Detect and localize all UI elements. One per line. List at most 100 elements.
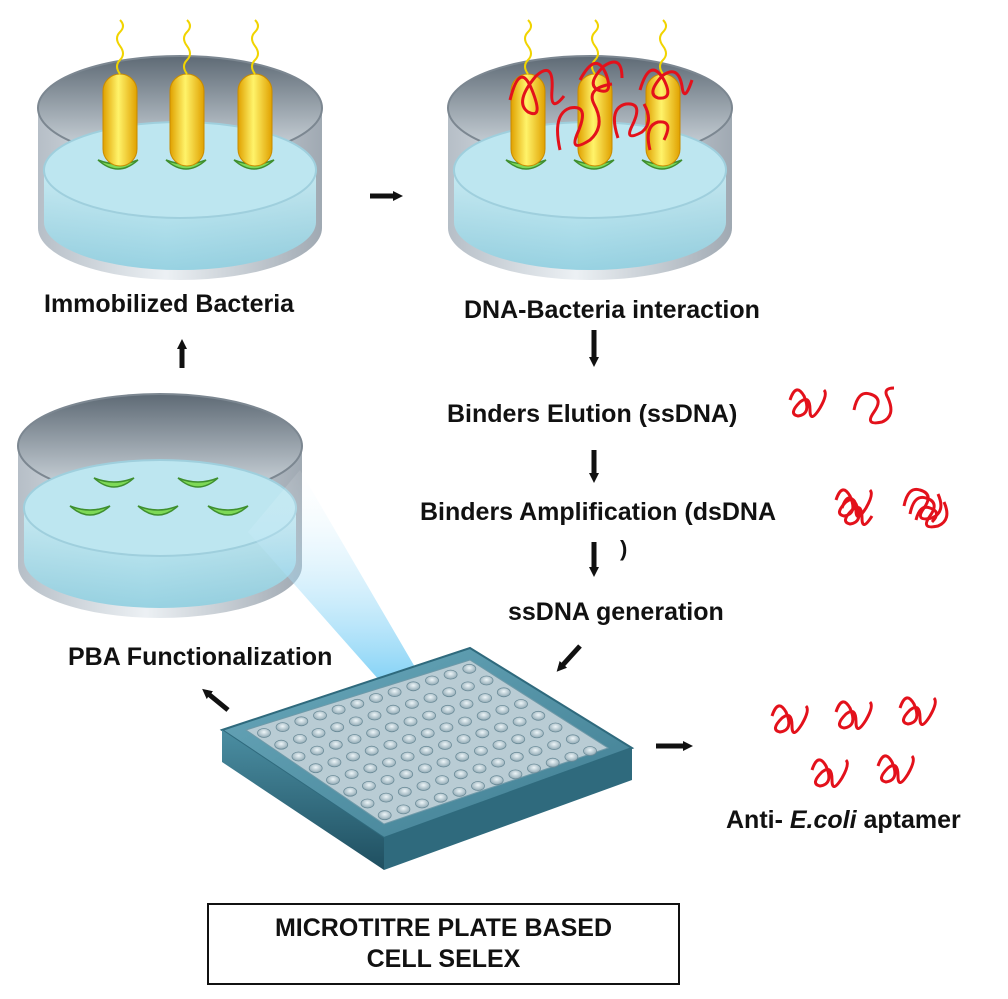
plate-well <box>462 663 477 674</box>
plate-well <box>379 792 394 803</box>
plate-well <box>291 751 306 762</box>
plate-well <box>492 740 507 750</box>
plate-well <box>512 716 527 727</box>
microtitre-plate <box>219 646 635 870</box>
plate-well <box>433 792 448 803</box>
plate-well <box>564 752 579 762</box>
label-immobilized-bacteria: Immobilized Bacteria <box>44 290 295 318</box>
plate-well <box>406 681 421 692</box>
plate-well <box>443 669 458 680</box>
label-pba-functionalization: PBA Functionalization <box>68 643 333 671</box>
plate-well <box>491 757 506 768</box>
label-anti-prefix: Anti- <box>726 806 790 834</box>
flow-arrows <box>177 191 693 751</box>
label-binders-amplification: Binders Amplification (dsDNA <box>420 498 777 526</box>
plate-well <box>344 769 359 779</box>
label-ssdna-generation: ssDNA generation <box>508 598 724 626</box>
plate-well <box>383 740 398 750</box>
plate-well <box>459 699 474 709</box>
plate-well <box>548 722 563 733</box>
dish-dna-bacteria-interaction <box>447 19 733 280</box>
plate-well <box>364 745 379 756</box>
plate-well <box>547 740 561 750</box>
plate-well <box>479 675 494 686</box>
plate-well <box>511 734 526 745</box>
plate-well <box>386 704 401 715</box>
plate-well <box>453 769 468 780</box>
plate-well <box>495 705 510 715</box>
aptamer-cluster <box>770 696 937 788</box>
plate-well <box>400 751 415 762</box>
plate-well <box>347 734 362 744</box>
plate-well <box>387 687 402 697</box>
arrow-diag-2 <box>202 688 230 712</box>
plate-well <box>403 716 418 727</box>
plate-well <box>440 704 455 715</box>
plate-well <box>423 693 438 703</box>
plate-well <box>346 751 360 762</box>
plate-well <box>377 810 392 821</box>
plate-well <box>363 763 378 774</box>
label-amplification-close-paren: ) <box>620 536 628 561</box>
plate-well <box>494 722 508 733</box>
plate-well <box>313 710 327 721</box>
bacteria-rods <box>102 73 273 167</box>
title-line-2: CELL SELEX <box>366 945 521 973</box>
label-anti-ecoli-aptamer: Anti- E.coli aptamer <box>726 808 961 833</box>
plate-well <box>420 728 435 739</box>
plate-well <box>308 763 323 774</box>
plate-well <box>473 746 488 756</box>
plate-well <box>471 781 485 791</box>
dish-immobilized-bacteria <box>37 19 323 280</box>
arrow-diag-1 <box>556 644 582 672</box>
plate-well <box>328 739 343 750</box>
plate-well <box>422 710 437 721</box>
plate-well <box>361 781 376 791</box>
light-beam <box>248 470 440 715</box>
plate-well <box>294 716 309 727</box>
plate-well <box>458 716 472 727</box>
plate-well <box>380 775 395 785</box>
plate-well <box>350 698 365 709</box>
title-line-1: MICROTITRE PLATE BASED <box>274 914 613 942</box>
plate-well <box>369 693 383 703</box>
plate-well <box>382 757 396 768</box>
bound-dna-strands <box>508 60 694 151</box>
plate-well <box>489 775 504 786</box>
plate-well <box>583 746 597 756</box>
plate-well <box>527 763 541 774</box>
plate-well <box>396 804 411 815</box>
plate-well <box>330 722 345 733</box>
label-binders-elution: Binders Elution (ssDNA) <box>447 400 738 428</box>
plate-well <box>360 798 375 809</box>
wells <box>257 663 597 821</box>
plate-well <box>310 745 325 756</box>
plate-well <box>435 775 450 785</box>
label-aptamer-suffix: aptamer <box>856 806 961 834</box>
plate-well <box>257 728 271 738</box>
plate-well <box>565 734 580 745</box>
plate-well <box>530 728 544 739</box>
plate-well <box>366 728 381 738</box>
label-dna-bacteria-interaction: DNA-Bacteria interaction <box>464 296 760 324</box>
dish-pba-functionalization <box>17 393 303 618</box>
plate-well <box>327 757 342 768</box>
plate-well <box>399 769 414 780</box>
plate-well <box>274 739 289 750</box>
plate-well <box>416 781 431 791</box>
plate-well <box>455 751 470 762</box>
plate-well <box>439 722 454 733</box>
plate-well <box>456 734 471 744</box>
plate-well <box>460 681 475 692</box>
plate-well <box>509 751 524 762</box>
plate-well <box>531 710 546 721</box>
plate-well <box>425 675 439 686</box>
plate-well <box>402 734 416 744</box>
plate-well <box>528 746 543 756</box>
flagella <box>116 19 259 75</box>
dsdna-strands-icon <box>834 487 949 529</box>
plate-well <box>475 728 490 739</box>
ssdna-strands-icon <box>788 386 895 425</box>
plate-well <box>275 722 290 732</box>
